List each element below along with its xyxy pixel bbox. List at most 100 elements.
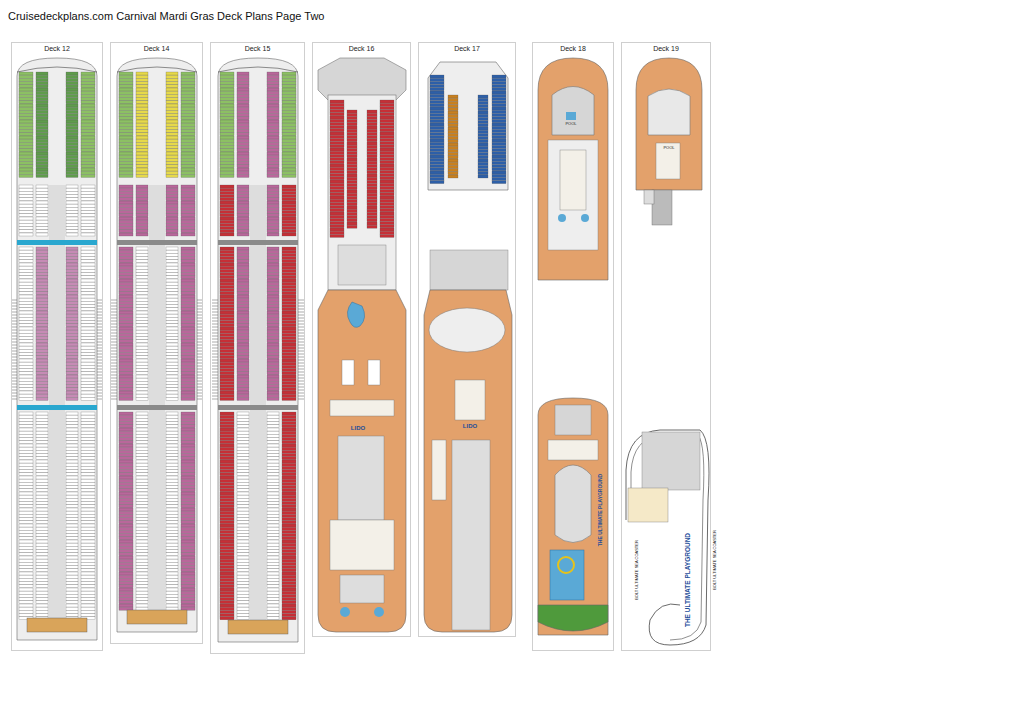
- cabin: [166, 378, 178, 381]
- cabin: [19, 185, 33, 188]
- cabin: [267, 333, 279, 336]
- cabin: [66, 311, 78, 314]
- cabin: [119, 454, 133, 457]
- cabin: [81, 126, 95, 129]
- cabin: [267, 385, 279, 388]
- cabin: [81, 273, 95, 276]
- cabin: [119, 217, 133, 220]
- cabin: [181, 165, 195, 168]
- cabin: [19, 333, 33, 336]
- cabin: [282, 211, 296, 214]
- ship-plan: [11, 58, 103, 640]
- cabin: [282, 362, 296, 365]
- cabin: [166, 431, 178, 434]
- cabin: [66, 511, 78, 514]
- cabin: [166, 444, 178, 447]
- cabin: [181, 450, 195, 453]
- cabin: [81, 247, 95, 250]
- cabin: [36, 375, 48, 378]
- cabin: [220, 575, 234, 578]
- cabin: [166, 569, 178, 572]
- cabin: [166, 511, 178, 514]
- cabin: [267, 174, 279, 177]
- cabin: [267, 214, 279, 217]
- cabin: [19, 412, 33, 415]
- cabin: [136, 588, 148, 591]
- cabin: [267, 321, 279, 324]
- cabin: [181, 479, 195, 482]
- cabin: [220, 391, 234, 394]
- cabin: [36, 152, 48, 155]
- cabin: [136, 482, 148, 485]
- cabin: [181, 454, 195, 457]
- cabin: [66, 454, 78, 457]
- cabin: [36, 486, 48, 489]
- cabin: [181, 126, 195, 129]
- cabin: [282, 321, 296, 324]
- cabin: [166, 223, 178, 226]
- cabin: [66, 514, 78, 517]
- cabin: [66, 139, 78, 142]
- cabin: [136, 276, 148, 279]
- cabin: [66, 101, 78, 104]
- cabin: [119, 149, 133, 152]
- cabin: [81, 397, 95, 400]
- cabin: [136, 412, 148, 415]
- cabin: [19, 492, 33, 495]
- cabin: [36, 321, 48, 324]
- cabin: [36, 470, 48, 473]
- cabin: [181, 385, 195, 388]
- cabin: [220, 276, 234, 279]
- cabin: [136, 333, 148, 336]
- cabin: [36, 454, 48, 457]
- cabin: [166, 495, 178, 498]
- cabin: [36, 588, 48, 591]
- lifeboat-line: [298, 384, 304, 385]
- cabin: [36, 253, 48, 256]
- cabin: [19, 559, 33, 562]
- cabin: [81, 375, 95, 378]
- cabin: [181, 305, 195, 308]
- cabin: [36, 482, 48, 485]
- cabin: [267, 305, 279, 308]
- cabin: [36, 415, 48, 418]
- cabin: [282, 460, 296, 463]
- cabin: [282, 349, 296, 352]
- cabin: [81, 330, 95, 333]
- cabin: [66, 614, 78, 617]
- cabin: [119, 285, 133, 288]
- lifeboat-line: [111, 363, 117, 364]
- cabin: [181, 257, 195, 260]
- cabin: [181, 553, 195, 556]
- cabin: [36, 463, 48, 466]
- cabin: [66, 546, 78, 549]
- cabin: [66, 82, 78, 85]
- cabin: [181, 476, 195, 479]
- lifeboat-line: [111, 378, 117, 379]
- cabin: [282, 168, 296, 171]
- cabin: [136, 82, 148, 85]
- cabin: [119, 279, 133, 282]
- cabin: [36, 489, 48, 492]
- cabin: [166, 534, 178, 537]
- cabin: [81, 559, 95, 562]
- cabin: [282, 204, 296, 207]
- cabin: [66, 162, 78, 165]
- cabin: [119, 82, 133, 85]
- cabin: [136, 227, 148, 230]
- cabin: [181, 349, 195, 352]
- cabin: [119, 425, 133, 428]
- cabin: [166, 250, 178, 253]
- cabin: [166, 276, 178, 279]
- cabin: [19, 447, 33, 450]
- cabin: [220, 149, 234, 152]
- panel-ground: [418, 42, 516, 637]
- lifeboat-line: [111, 333, 117, 334]
- cabin: [181, 317, 195, 320]
- cabin: [19, 362, 33, 365]
- cabin: [181, 470, 195, 473]
- cabin: [166, 123, 178, 126]
- cabin: [136, 362, 148, 365]
- cabin: [66, 604, 78, 607]
- cabin: [36, 511, 48, 514]
